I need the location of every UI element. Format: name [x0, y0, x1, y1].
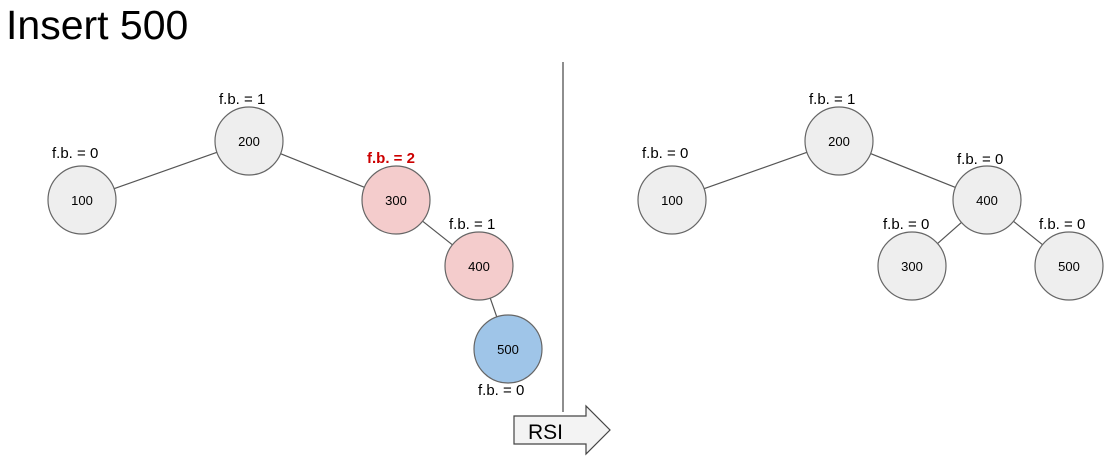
nodes-layer: 100 200 300 400 500 100 200 400 300 500	[47, 106, 1104, 384]
node-value: 100	[71, 193, 93, 208]
before-balance-factor-300: f.b. = 2	[367, 150, 415, 167]
node-circle	[361, 165, 431, 235]
after-balance-factor-500: f.b. = 0	[1039, 216, 1085, 233]
before-balance-factor-500: f.b. = 0	[478, 382, 524, 399]
node-circle	[1034, 231, 1104, 301]
after-node-200: 200	[804, 106, 874, 176]
node-value: 200	[238, 134, 260, 149]
node-value: 300	[901, 259, 923, 274]
node-circle	[877, 231, 947, 301]
edges-layer	[113, 151, 1043, 318]
after-edge-400-300	[937, 222, 962, 244]
before-balance-factor-100: f.b. = 0	[52, 145, 98, 162]
node-circle	[952, 165, 1022, 235]
before-edge-200-300	[280, 153, 365, 188]
before-edge-400-500	[489, 297, 498, 318]
node-circle	[473, 314, 543, 384]
after-edge-200-100	[703, 151, 808, 190]
node-circle	[637, 165, 707, 235]
node-value: 400	[976, 193, 998, 208]
before-edge-200-100	[113, 151, 218, 190]
node-value: 100	[661, 193, 683, 208]
after-balance-factor-100: f.b. = 0	[642, 145, 688, 162]
before-edge-300-400	[422, 220, 453, 246]
after-balance-factor-400: f.b. = 0	[957, 151, 1003, 168]
before-node-300: 300	[361, 165, 431, 235]
labels-layer: f.b. = 0 f.b. = 1 f.b. = 2 f.b. = 1 f.b. = 0…	[52, 91, 1085, 399]
node-circle	[444, 231, 514, 301]
before-node-100: 100	[47, 165, 117, 235]
after-node-500: 500	[1034, 231, 1104, 301]
rotation-label: RSI	[528, 421, 563, 444]
before-node-500: 500	[473, 314, 543, 384]
after-node-300: 300	[877, 231, 947, 301]
arrow-shape	[513, 404, 611, 456]
node-value: 300	[385, 193, 407, 208]
before-node-400: 400	[444, 231, 514, 301]
after-node-100: 100	[637, 165, 707, 235]
node-circle	[47, 165, 117, 235]
after-node-400: 400	[952, 165, 1022, 235]
node-circle	[804, 106, 874, 176]
after-edge-200-400	[870, 153, 956, 188]
node-value: 200	[828, 134, 850, 149]
page-title: Insert 500	[6, 2, 189, 48]
node-value: 400	[468, 259, 490, 274]
node-value: 500	[497, 342, 519, 357]
before-balance-factor-400: f.b. = 1	[449, 216, 495, 233]
after-edge-400-500	[1013, 220, 1043, 246]
before-node-200: 200	[214, 106, 284, 176]
node-circle	[214, 106, 284, 176]
after-balance-factor-200: f.b. = 1	[809, 91, 855, 108]
node-value: 500	[1058, 259, 1080, 274]
rotation-arrow: RSI	[513, 404, 611, 456]
after-balance-factor-300: f.b. = 0	[883, 216, 929, 233]
before-balance-factor-200: f.b. = 1	[219, 91, 265, 108]
